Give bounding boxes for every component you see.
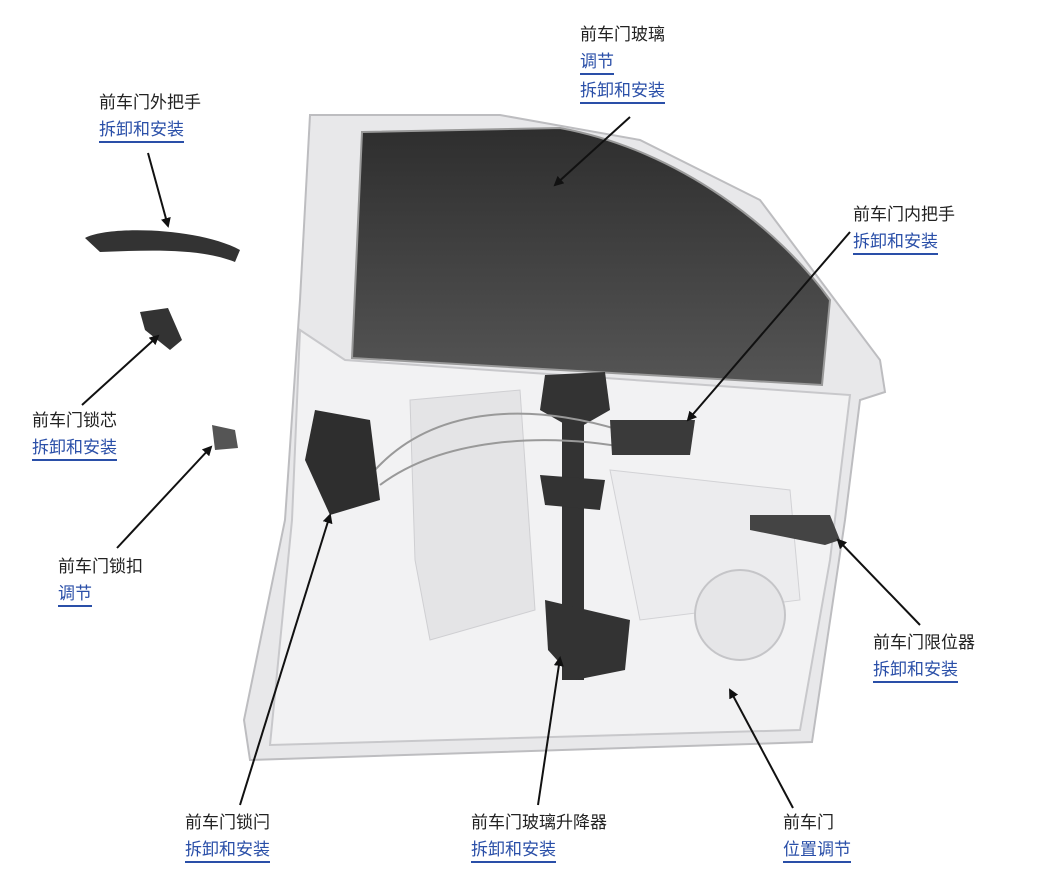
callout-title: 前车门锁扣 <box>58 557 143 577</box>
removal-installation-link[interactable]: 拆卸和安装 <box>873 659 958 683</box>
position-adjust-link[interactable]: 位置调节 <box>783 839 851 863</box>
callout-outer-handle: 前车门外把手 拆卸和安装 <box>99 90 201 146</box>
callout-title: 前车门玻璃 <box>580 25 665 45</box>
removal-installation-link[interactable]: 拆卸和安装 <box>185 839 270 863</box>
door-checker-part <box>750 515 840 545</box>
removal-installation-link[interactable]: 拆卸和安装 <box>99 119 184 143</box>
callout-lock-cylinder: 前车门锁芯 拆卸和安装 <box>32 408 117 464</box>
callout-front-door: 前车门 位置调节 <box>783 810 851 866</box>
adjust-link[interactable]: 调节 <box>58 583 92 607</box>
removal-installation-link[interactable]: 拆卸和安装 <box>32 437 117 461</box>
callout-window-regulator: 前车门玻璃升降器 拆卸和安装 <box>471 810 607 866</box>
lock-cylinder-part <box>140 308 182 350</box>
callout-striker: 前车门锁扣 调节 <box>58 554 143 610</box>
callout-door-latch: 前车门锁闩 拆卸和安装 <box>185 810 270 866</box>
removal-installation-link[interactable]: 拆卸和安装 <box>580 80 665 104</box>
outer-handle-part <box>85 230 240 262</box>
callout-front-door-glass: 前车门玻璃 调节 拆卸和安装 <box>580 22 665 107</box>
striker-part <box>212 425 238 450</box>
callout-door-checker: 前车门限位器 拆卸和安装 <box>873 630 975 686</box>
pointer-arrows <box>81 116 921 809</box>
callout-title: 前车门锁闩 <box>185 813 270 833</box>
removal-installation-link[interactable]: 拆卸和安装 <box>853 231 938 255</box>
adjust-link[interactable]: 调节 <box>580 51 614 75</box>
callout-title: 前车门内把手 <box>853 205 955 225</box>
callout-title: 前车门 <box>783 813 834 833</box>
cables <box>374 412 641 486</box>
callout-title: 前车门限位器 <box>873 633 975 653</box>
removal-installation-link[interactable]: 拆卸和安装 <box>471 839 556 863</box>
callout-inner-handle: 前车门内把手 拆卸和安装 <box>853 202 955 258</box>
door-latch-part <box>305 410 380 515</box>
callout-title: 前车门锁芯 <box>32 411 117 431</box>
callout-title: 前车门外把手 <box>99 93 201 113</box>
inner-handle-part <box>610 420 695 455</box>
window-glass <box>350 126 832 387</box>
callout-title: 前车门玻璃升降器 <box>471 813 607 833</box>
